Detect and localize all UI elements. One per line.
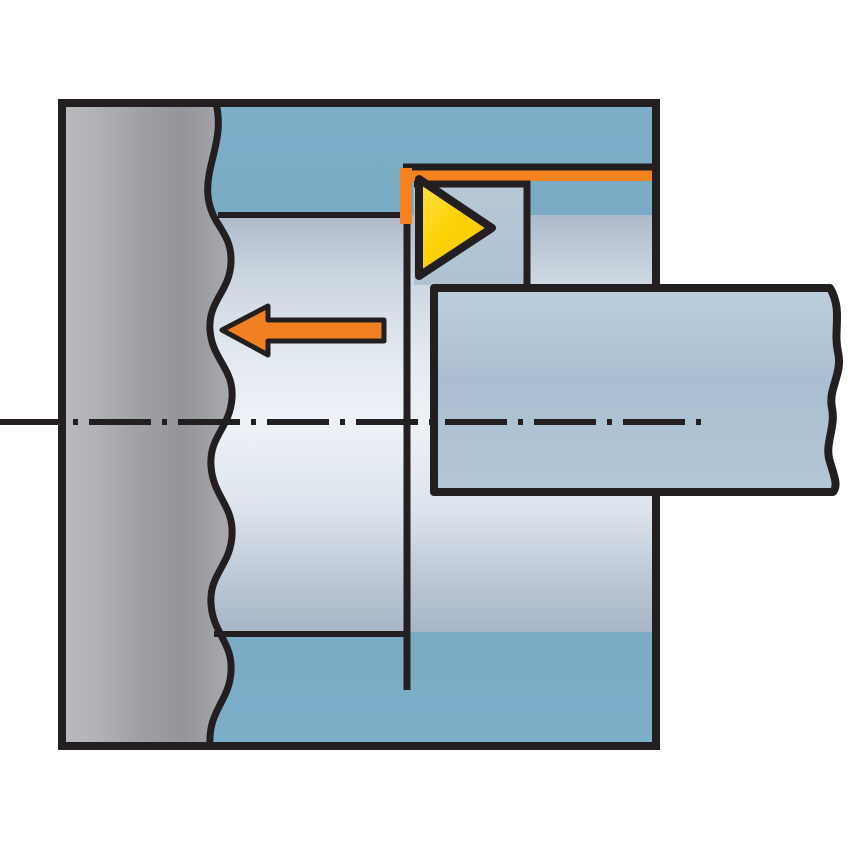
- boring-bar-outline: [430, 284, 844, 496]
- boring-bar-group: [430, 184, 844, 496]
- cutting-edge-group: [400, 163, 656, 224]
- feed-arrow: [219, 303, 387, 358]
- generated-surface-band: [406, 168, 652, 181]
- feed-arrow-icon: [219, 303, 387, 358]
- insert-triangle-icon: [415, 175, 496, 280]
- cutting-edge-vertical-band: [400, 168, 412, 224]
- boring-bar-body: [434, 288, 840, 492]
- cutting-insert: [415, 175, 496, 280]
- workpiece-internal-edges: [214, 212, 410, 637]
- break-line-icon: [204, 99, 236, 750]
